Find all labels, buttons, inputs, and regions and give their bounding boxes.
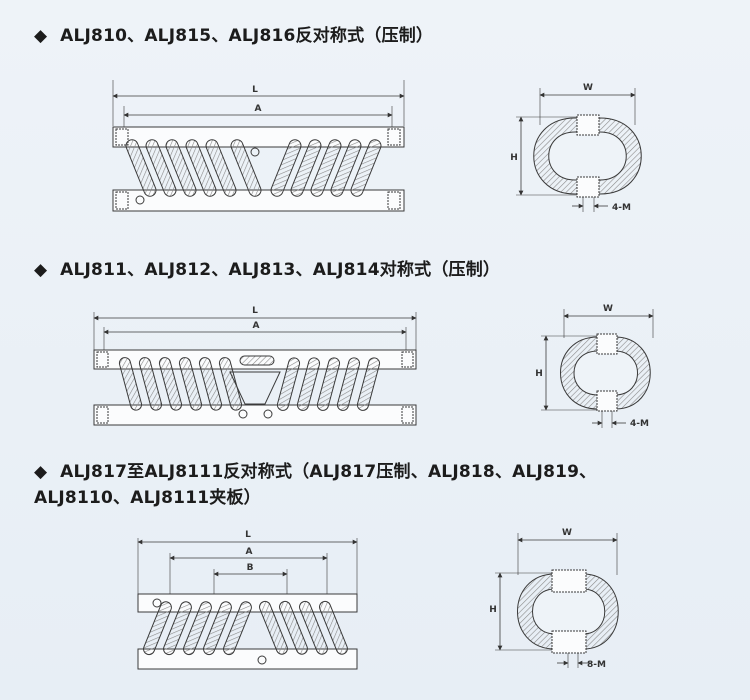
front-view-1	[112, 80, 405, 212]
dim-H-label: H	[489, 605, 497, 615]
diamond-bullet-icon: ◆	[34, 462, 48, 482]
section-1-title: ALJ810、ALJ815、ALJ816反对称式（压制）	[60, 26, 434, 46]
dim-H-label: H	[510, 153, 518, 163]
dim-hole-label: 4-M	[630, 419, 649, 429]
dim-L-label: L	[252, 306, 258, 316]
front-view-2	[93, 312, 417, 426]
dim-L-label: L	[245, 530, 251, 540]
dim-A-label: A	[246, 547, 253, 557]
front-view-3	[137, 538, 358, 670]
dim-W-label: W	[583, 83, 593, 93]
side-view-3	[495, 533, 619, 668]
diamond-bullet-icon: ◆	[34, 260, 48, 280]
dim-A-label: A	[255, 104, 262, 114]
dim-hole-label: 8-M	[587, 660, 606, 670]
dim-W-label: W	[603, 304, 613, 314]
dim-B-label: B	[247, 563, 254, 573]
dim-hole-label: 4-M	[612, 203, 631, 213]
dim-L-label: L	[252, 85, 258, 95]
dim-A-label: A	[253, 321, 260, 331]
side-view-2	[541, 309, 654, 428]
section-3-title: ALJ817至ALJ8111反对称式（ALJ817压制、ALJ818、ALJ81…	[60, 462, 597, 482]
section-2-title: ALJ811、ALJ812、ALJ813、ALJ814对称式（压制）	[60, 260, 501, 280]
side-view-1	[516, 88, 642, 212]
section-2-heading: ◆ ALJ811、ALJ812、ALJ813、ALJ814对称式（压制）	[34, 257, 500, 283]
dim-W-label: W	[562, 528, 572, 538]
dim-H-label: H	[535, 369, 543, 379]
section-3-title-line2: ALJ8110、ALJ8111夹板）	[34, 488, 261, 508]
section-1-heading: ◆ ALJ810、ALJ815、ALJ816反对称式（压制）	[34, 23, 433, 49]
diamond-bullet-icon: ◆	[34, 26, 48, 46]
section-3-heading: ◆ ALJ817至ALJ8111反对称式（ALJ817压制、ALJ818、ALJ…	[34, 459, 596, 511]
